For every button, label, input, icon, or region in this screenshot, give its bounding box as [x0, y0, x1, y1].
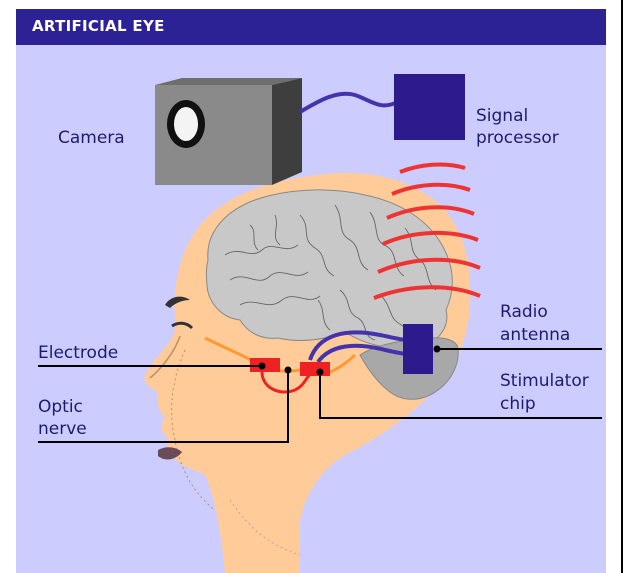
label-signal-1: Signal	[476, 106, 528, 126]
camera-device	[155, 78, 302, 185]
label-radio-2: antenna	[500, 325, 570, 345]
label-electrode: Electrode	[38, 343, 118, 363]
radio-antenna	[403, 324, 433, 374]
label-optic-2: nerve	[38, 419, 87, 439]
stimulator-chip	[300, 362, 330, 376]
camera-cable	[300, 94, 395, 112]
label-stimulator-1: Stimulator	[500, 371, 589, 391]
label-camera: Camera	[58, 128, 125, 148]
label-stimulator-2: chip	[500, 394, 536, 414]
label-signal-2: processor	[476, 128, 559, 148]
label-optic-1: Optic	[38, 397, 83, 417]
label-radio-1: Radio	[500, 302, 548, 322]
signal-processor-box	[394, 74, 465, 140]
